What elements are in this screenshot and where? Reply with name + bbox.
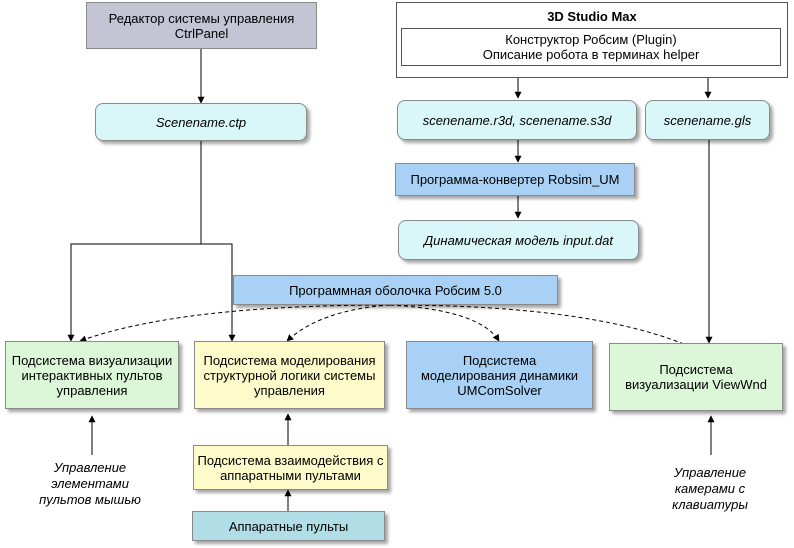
arrow-ctp-to-logic (201, 243, 236, 342)
hw-interaction-label: Подсистема взаимодействия с аппаратными … (197, 452, 384, 483)
file-ctp: Scenename.ctp (95, 103, 307, 141)
max-line1: Конструктор Робсим (Plugin) (505, 32, 677, 47)
subsystem-logic: Подсистема моделирования структурной лог… (194, 341, 385, 409)
dashed-shell-to-logic (286, 304, 391, 342)
note-mouse-line2: элементами (51, 476, 129, 491)
subsystem-vis-panels-label: Подсистема визуализации интерактивных пу… (11, 352, 173, 398)
file-input-label: Динамическая модель input.dat (424, 232, 613, 248)
subsystem-viewwnd: Подсистема визуализации ViewWnd (609, 343, 783, 411)
converter-label: Программа-конвертер Robsim_UM (410, 172, 620, 187)
max-line2: Описание робота в терминах helper (482, 47, 700, 62)
note-mouse: Управление элементами пультов мышью (30, 460, 150, 508)
file-ctp-label: Scenename.ctp (155, 114, 247, 130)
file-r3d: scenename.r3d, scenename.s3d (397, 100, 637, 140)
note-keyboard-line2: камерами с (674, 481, 746, 496)
subsystem-vis-panels: Подсистема визуализации интерактивных пу… (5, 341, 179, 409)
file-r3d-label: scenename.r3d, scenename.s3d (422, 112, 612, 128)
note-keyboard: Управление камерами с клавиатуры (655, 465, 765, 513)
max-box: 3D Studio Max Конструктор Робсим (Plugin… (396, 2, 788, 78)
editor-line1: Редактор системы управления (108, 10, 295, 26)
editor-box: Редактор системы управления CtrlPanel (86, 2, 317, 49)
shell-box: Программная оболочка Робсим 5.0 (233, 275, 558, 305)
subsystem-dynamics: Подсистема моделирования динамики UMComS… (406, 341, 593, 409)
hw-interaction-box: Подсистема взаимодействия с аппаратными … (193, 445, 388, 490)
dashed-shell-to-viewwnd (389, 304, 699, 351)
dashed-shell-to-dynamics (389, 304, 500, 342)
subsystem-viewwnd-label: Подсистема визуализации ViewWnd (625, 362, 767, 392)
hw-panels-box: Аппаратные пульты (192, 511, 385, 541)
note-mouse-line1: Управление (53, 460, 127, 475)
file-input: Динамическая модель input.dat (398, 220, 639, 260)
shell-label: Программная оболочка Робсим 5.0 (289, 282, 502, 298)
subsystem-dynamics-label: Подсистема моделирования динамики UMComS… (420, 352, 579, 398)
file-gls: scenename.gls (645, 100, 770, 140)
note-keyboard-line3: клавиатуры (672, 497, 748, 512)
dashed-shell-to-vis-panels (79, 304, 391, 343)
hw-panels-label: Аппаратные пульты (228, 518, 349, 534)
note-mouse-line3: пультов мышью (39, 492, 141, 507)
max-plugin-box: Конструктор Робсим (Plugin) Описание роб… (401, 28, 781, 66)
converter-box: Программа-конвертер Robsim_UM (395, 163, 635, 196)
file-gls-label: scenename.gls (663, 112, 752, 128)
editor-line2: CtrlPanel (174, 25, 229, 41)
subsystem-logic-label: Подсистема моделирования структурной лог… (203, 352, 376, 398)
note-keyboard-line1: Управление (673, 465, 747, 480)
max-title: 3D Studio Max (547, 9, 637, 24)
arrow-ctp-to-vis-panels (67, 141, 202, 342)
